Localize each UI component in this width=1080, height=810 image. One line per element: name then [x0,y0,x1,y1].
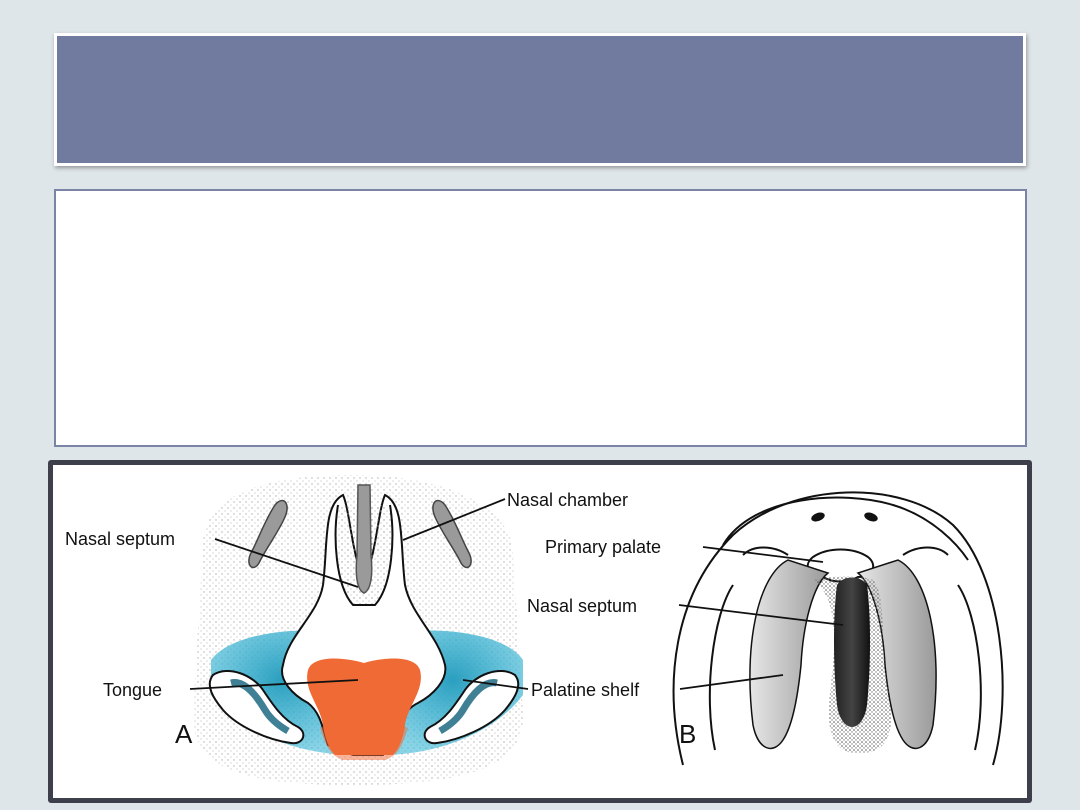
label-nasal-septum-b: Nasal septum [527,596,637,616]
leader-lines [189,498,844,690]
palate-figure-frame: Nasal septum Nasal chamber Tongue Palati… [48,460,1032,803]
palate-development-diagram: Nasal septum Nasal chamber Tongue Palati… [65,475,1004,785]
label-nasal-chamber: Nasal chamber [507,490,628,510]
slide-content-box [54,189,1027,447]
slide-title-bar [54,33,1026,166]
label-tongue: Tongue [103,680,162,700]
slide-title [57,36,1023,96]
panel-label-a: A [175,719,193,749]
panel-label-b: B [679,719,696,749]
panel-a-drawing [193,475,523,785]
panel-b-drawing [672,491,1004,766]
label-palatine-shelf: Palatine shelf [531,680,640,700]
label-primary-palate: Primary palate [545,537,661,557]
slide-body-text [56,191,1025,231]
label-nasal-septum-a: Nasal septum [65,529,175,549]
